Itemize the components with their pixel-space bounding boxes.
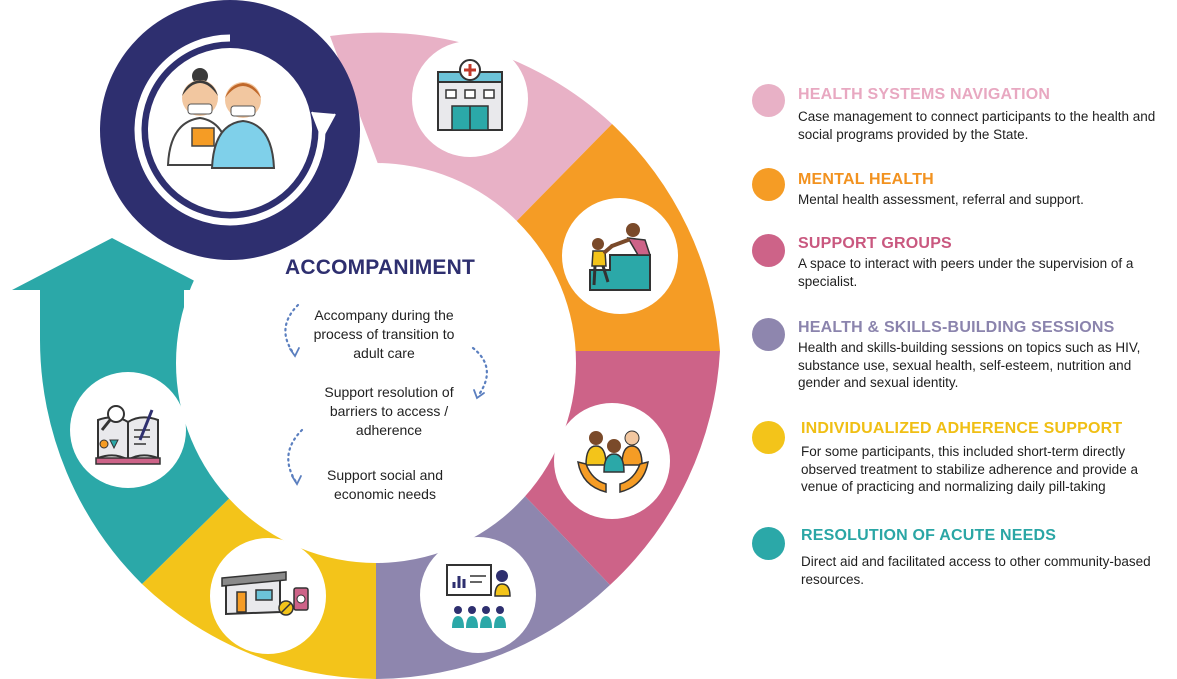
legend-title: INDIVIDUALIZED ADHERENCE SUPPORT	[801, 420, 1123, 437]
yellow-dot-icon	[752, 421, 785, 454]
healthcare-workers-icon	[166, 68, 276, 169]
pink-dot-icon	[752, 84, 785, 117]
center-item-transition: Accompany during the process of transiti…	[313, 307, 455, 361]
helping-hand-climb-icon	[562, 198, 678, 314]
accompaniment-cycle-diagram	[12, 0, 720, 679]
pharmacy-pills-icon	[210, 538, 326, 654]
legend-title: HEALTH & SKILLS-BUILDING SESSIONS	[798, 319, 1115, 336]
purple-dot-icon	[752, 318, 785, 351]
legend-title: HEALTH SYSTEMS NAVIGATION	[798, 86, 1051, 103]
magenta-dot-icon	[752, 234, 785, 267]
legend-description: Mental health assessment, referral and s…	[798, 192, 1084, 207]
legend-title: MENTAL HEALTH	[798, 171, 934, 188]
legend-description: Direct aid and facilitated access to oth…	[801, 554, 1151, 587]
hospital-icon	[412, 41, 528, 157]
presentation-session-icon	[420, 537, 536, 653]
legend-title: SUPPORT GROUPS	[798, 235, 952, 252]
legend-description: For some participants, this included sho…	[801, 444, 1138, 494]
legend-description: Case management to connect participants …	[798, 109, 1156, 142]
legend-description: Health and skills-building sessions on t…	[798, 340, 1141, 390]
orange-dot-icon	[752, 168, 785, 201]
flow-arrow-3	[287, 428, 304, 484]
accompaniment-title: ACCOMPANIMENT	[284, 256, 476, 279]
flow-arrow-2	[471, 346, 488, 398]
icon-circles	[70, 41, 678, 654]
center-item-barriers: Support resolution of barriers to access…	[324, 384, 454, 438]
book-magnifier-icon	[70, 372, 186, 488]
support-group-hands-icon	[554, 403, 670, 519]
accompaniment-center-circle	[176, 163, 576, 563]
legend-description: A space to interact with peers under the…	[798, 256, 1134, 289]
teal-dot-icon	[752, 527, 785, 560]
legend-title: RESOLUTION OF ACUTE NEEDS	[801, 527, 1057, 544]
accompaniment-staff-badge	[100, 0, 360, 260]
flow-dotted-arrows	[284, 303, 488, 486]
center-item-social-economic: Support social and economic needs	[327, 467, 443, 502]
